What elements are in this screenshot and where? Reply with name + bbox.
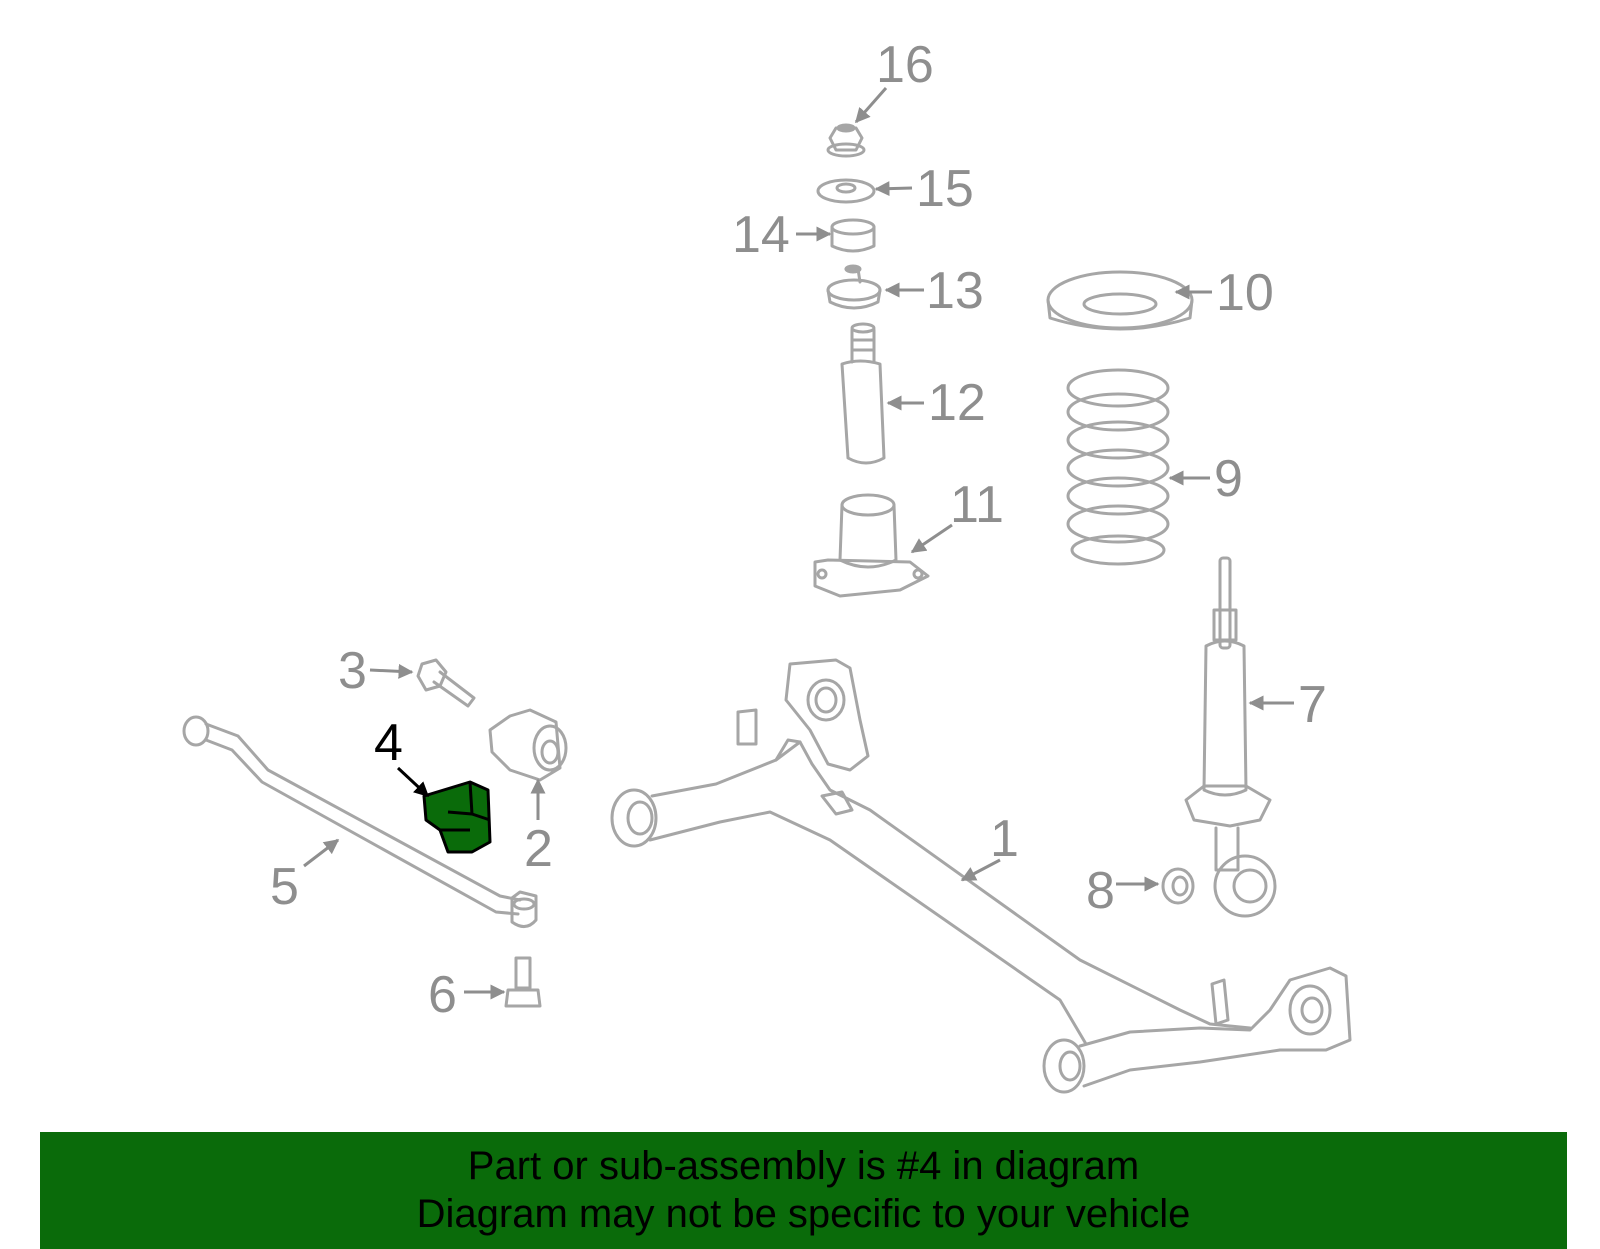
callout-6: 6: [428, 966, 457, 1024]
callout-9: 9: [1214, 450, 1243, 508]
callout-12: 12: [928, 374, 986, 432]
part-9-coil-spring[interactable]: [1066, 368, 1170, 566]
callout-10: 10: [1216, 264, 1274, 322]
part-7-shock-absorber[interactable]: [1184, 556, 1277, 918]
banner-line-disclaimer: Diagram may not be specific to your vehi…: [416, 1192, 1191, 1236]
part-1-axle-beam[interactable]: [610, 658, 1352, 1094]
part-10-spring-seat[interactable]: [1046, 270, 1194, 331]
callout-16: 16: [876, 36, 934, 94]
suspension-parts-diagram: 16 15 14 13 10 12 9 11 7 3 4 2 1 8 5 6: [182, 36, 1352, 1094]
callout-15: 15: [916, 160, 974, 218]
callout-8: 8: [1086, 862, 1115, 920]
callout-3: 3: [338, 642, 367, 700]
part-16-nut[interactable]: [826, 123, 866, 158]
callout-4-highlighted: 4: [374, 714, 403, 772]
part-3-bolt[interactable]: [416, 658, 476, 708]
callout-14: 14: [732, 206, 790, 264]
info-banner: Part or sub-assembly is #4 in diagram Di…: [40, 1132, 1567, 1249]
part-14-bushing[interactable]: [830, 218, 876, 253]
banner-line-part: Part or sub-assembly is #4 in diagram: [467, 1144, 1140, 1188]
part-5-lateral-rod[interactable]: [182, 715, 538, 928]
callout-11: 11: [950, 476, 1004, 534]
part-6-bolt[interactable]: [504, 956, 542, 1008]
callout-7: 7: [1298, 676, 1327, 734]
callout-5: 5: [270, 858, 299, 916]
part-15-washer[interactable]: [816, 178, 876, 204]
callout-1: 1: [990, 810, 1019, 868]
part-4-bracket-highlighted[interactable]: [422, 780, 492, 854]
part-2-bushing[interactable]: [488, 708, 568, 782]
part-12-bump-stop[interactable]: [840, 322, 886, 465]
callout-2: 2: [524, 820, 553, 878]
part-11-upper-seat[interactable]: [813, 493, 930, 598]
callout-13: 13: [926, 262, 984, 320]
leader-lines: [303, 87, 1294, 1000]
part-8-bushing[interactable]: [1161, 867, 1195, 905]
part-13-mount[interactable]: [826, 264, 882, 310]
